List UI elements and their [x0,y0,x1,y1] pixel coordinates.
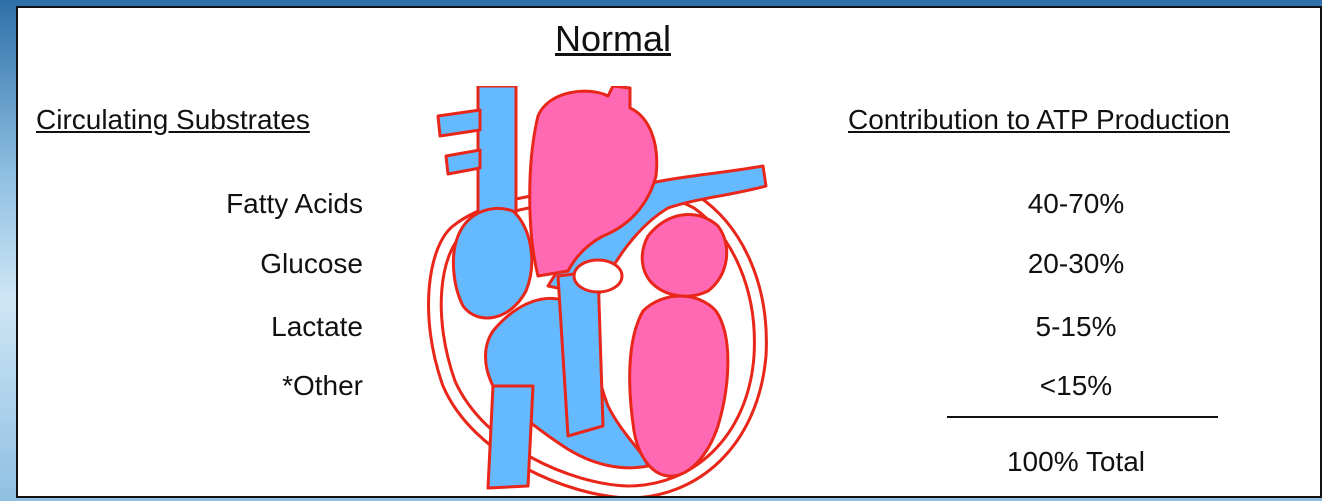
slide-panel: Normal Circulating Substrates Contributi… [16,6,1322,498]
pulmonary-vein-left-upper [438,110,480,136]
contribution-value: 5-15% [896,311,1256,343]
contribution-value: 20-30% [896,248,1256,280]
sum-divider-line [947,416,1218,418]
substrate-label: *Other [18,370,363,402]
substrate-label: Lactate [18,311,363,343]
pulmonary-vein-left-lower [446,150,480,174]
left-atrium [642,215,726,297]
contribution-value: 40-70% [896,188,1256,220]
right-atrium [453,208,531,318]
atp-contribution-header: Contribution to ATP Production [848,104,1230,136]
contribution-value: <15% [896,370,1256,402]
circulating-substrates-header: Circulating Substrates [36,104,310,136]
substrate-label: Fatty Acids [18,188,363,220]
inferior-vena-cava [488,386,533,488]
substrate-label: Glucose [18,248,363,280]
slide-title: Normal [18,18,1208,60]
aortic-valve [574,260,622,292]
heart-diagram [398,86,778,498]
total-value: 100% Total [896,446,1256,478]
